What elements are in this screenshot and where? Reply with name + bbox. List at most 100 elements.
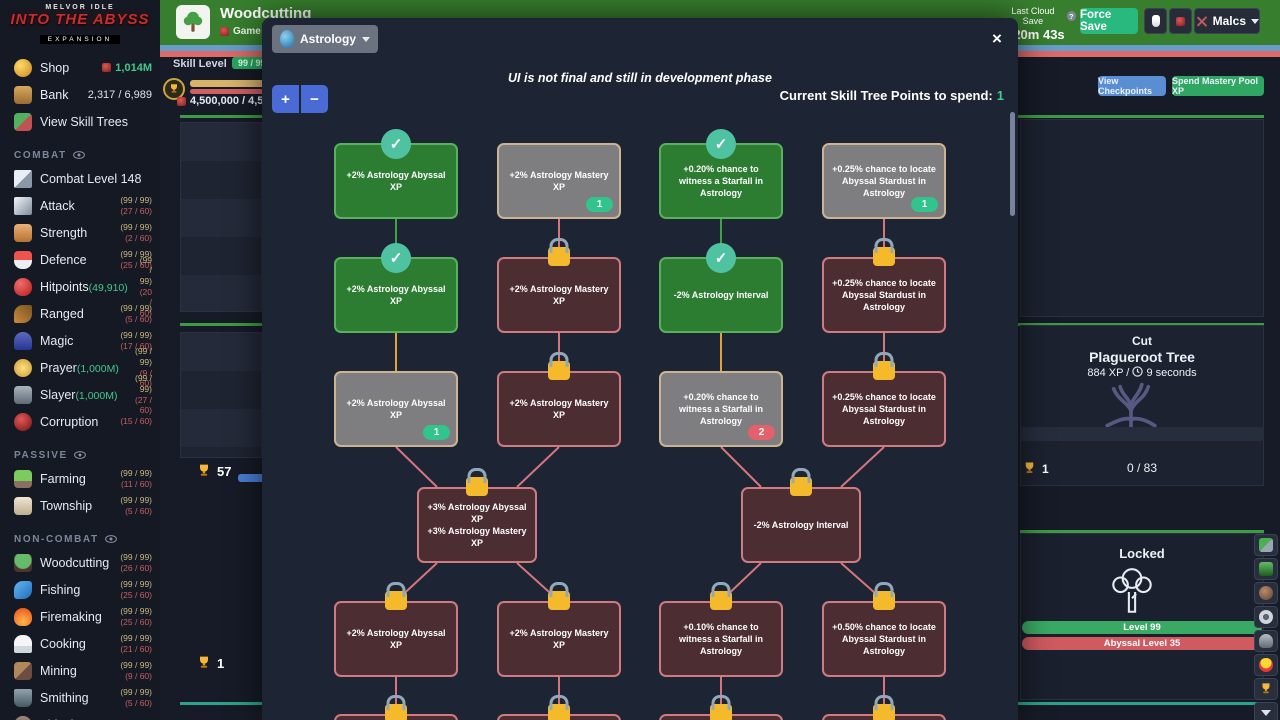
plagueroot-tree-image <box>1105 382 1157 430</box>
skill-node-r1-0[interactable]: +2% Astrology Abyssal XP✓ <box>334 129 458 219</box>
help-icon[interactable]: ? <box>1066 11 1076 21</box>
sidebar-item-magic[interactable]: Magic(99 / 99)(17 / 60) <box>0 327 160 354</box>
sidebar-item-prayer[interactable]: Prayer(1,000M)(99 / 99)(9 / 60) <box>0 346 160 388</box>
skill-node-r6-3[interactable] <box>822 704 946 720</box>
potion-button[interactable] <box>1144 8 1167 34</box>
sidebar-item-strength[interactable]: Strength(99 / 99)(2 / 60) <box>0 219 160 246</box>
skill-node-r5-2[interactable]: +0.10% chance to witness a Starfall in A… <box>659 591 783 677</box>
rail-trees-button[interactable] <box>1254 558 1278 580</box>
skill-node-r4-w1[interactable]: +3% Astrology Abyssal XP+3% Astrology Ma… <box>417 477 537 563</box>
sidebar-item-skilltrees[interactable]: View Skill Trees <box>0 108 160 135</box>
sidebar-item-fishing[interactable]: Fishing(99 / 99)(25 / 60) <box>0 576 160 603</box>
sidebar-item-firemaking[interactable]: Firemaking(99 / 99)(25 / 60) <box>0 603 160 630</box>
action-verb: Cut <box>1132 334 1152 348</box>
locked-tree-icon <box>1112 568 1152 613</box>
sidebar-item-thieving[interactable]: Thieving(99 / 99) <box>0 711 160 720</box>
rail-chevron-down-button[interactable] <box>1254 702 1278 720</box>
sidebar-item-farming[interactable]: Farming(99 / 99)(11 / 60) <box>0 465 160 492</box>
cooking-icon <box>14 634 32 653</box>
rail-medal-button[interactable] <box>1254 654 1278 676</box>
skill-node-r2-2[interactable]: -2% Astrology Interval✓ <box>659 243 783 333</box>
force-save-button[interactable]: Force Save <box>1080 8 1138 34</box>
spend-mastery-pool-button[interactable]: Spend Mastery Pool XP <box>1172 76 1264 96</box>
rail-pet-button[interactable] <box>1254 582 1278 604</box>
page-title: Woodcutting <box>220 5 312 22</box>
rail-gear-button[interactable] <box>1254 606 1278 628</box>
strength-icon <box>14 223 32 242</box>
sidebar-item-value: 1,014M <box>102 62 152 74</box>
sidebar-item-corruption[interactable]: Corruption(15 / 60) <box>0 408 160 435</box>
lock-icon <box>385 704 407 720</box>
rail-wolf-button[interactable] <box>1254 630 1278 652</box>
skill-node-r5-1[interactable]: +2% Astrology Mastery XP <box>497 591 621 677</box>
node-count-badge: 1 <box>423 425 450 440</box>
skill-points-value: 1 <box>996 88 1004 103</box>
skill-node-r2-0[interactable]: +2% Astrology Abyssal XP✓ <box>334 243 458 333</box>
lock-icon <box>873 361 895 380</box>
skill-node-r5-3[interactable]: +0.50% chance to locate Abyssal Stardust… <box>822 591 946 677</box>
expansion-gem-icon <box>220 27 229 36</box>
sidebar-item-combat[interactable]: Combat Level 148 <box>0 165 160 192</box>
skill-node-r5-0[interactable]: +2% Astrology Abyssal XP <box>334 591 458 677</box>
skill-level-label: Skill Level <box>173 58 227 70</box>
active-action-card[interactable] <box>1020 325 1264 486</box>
skill-xp-bar <box>190 80 268 87</box>
tree-grid-fragment <box>180 332 262 458</box>
zoom-in-button[interactable]: + <box>272 85 299 113</box>
skill-node-r6-2[interactable] <box>659 704 783 720</box>
lock-icon <box>710 591 732 610</box>
sidebar-item-hitpoints[interactable]: Hitpoints(49,910)(99 / 99)(20 / 60) <box>0 255 160 318</box>
township-icon <box>14 496 32 515</box>
gear-icon <box>1259 610 1273 624</box>
lock-icon <box>548 247 570 266</box>
sidebar-item-woodcutting[interactable]: Woodcutting(99 / 99)(26 / 60) <box>0 549 160 576</box>
close-icon[interactable]: × <box>992 29 1002 48</box>
rail-tree-pickaxe-button[interactable] <box>1254 534 1278 556</box>
node-count-badge: 1 <box>911 197 938 212</box>
sidebar: MELVOR IDLE INTO THE ABYSS EXPANSION Sho… <box>0 0 160 720</box>
skill-node-r2-3[interactable]: +0.25% chance to locate Abyssal Stardust… <box>822 247 946 333</box>
view-checkpoints-button[interactable]: View Checkpoints <box>1098 76 1166 96</box>
skill-node-r1-2[interactable]: +0.20% chance to witness a Starfall in A… <box>659 129 783 219</box>
rail-trophy-button[interactable] <box>1254 678 1278 700</box>
abyssal-gem-icon <box>102 63 112 72</box>
lock-icon <box>548 704 570 720</box>
action-target: Plagueroot Tree <box>1089 349 1195 365</box>
user-menu-button[interactable]: Malcs <box>1194 8 1260 34</box>
logo-expansion-tag: EXPANSION <box>39 35 121 44</box>
check-icon: ✓ <box>381 243 411 273</box>
modal-scrollbar[interactable] <box>1010 112 1015 216</box>
eye-icon <box>104 535 117 543</box>
sidebar-item-defence[interactable]: Defence(99 / 99)(25 / 60) <box>0 246 160 273</box>
skill-node-r1-3[interactable]: +0.25% chance to locate Abyssal Stardust… <box>822 143 946 219</box>
sidebar-item-cooking[interactable]: Cooking(99 / 99)(21 / 60) <box>0 630 160 657</box>
sidebar-item-attack[interactable]: Attack(99 / 99)(27 / 60) <box>0 192 160 219</box>
sidebar-item-mining[interactable]: Mining(99 / 99)(9 / 60) <box>0 657 160 684</box>
mastery-count-left-2: 1 <box>196 655 224 671</box>
skill-node-r3-3[interactable]: +0.25% chance to locate Abyssal Stardust… <box>822 361 946 447</box>
sidebar-item-slayer[interactable]: Slayer(1,000M)(99 / 99)(27 / 60) <box>0 373 160 415</box>
sidebar-item-ranged[interactable]: Ranged(99 / 99)(5 / 60) <box>0 300 160 327</box>
zoom-out-button[interactable]: − <box>301 85 328 113</box>
lock-icon <box>466 477 488 496</box>
skill-node-r3-1[interactable]: +2% Astrology Mastery XP <box>497 361 621 447</box>
skill-node-r6-0[interactable] <box>334 704 458 720</box>
action-progress-track <box>1020 427 1264 441</box>
abyssal-event-button[interactable] <box>1169 8 1192 34</box>
sidebar-item-smithing[interactable]: Smithing(99 / 99)(5 / 60) <box>0 684 160 711</box>
skill-node-r2-1[interactable]: +2% Astrology Mastery XP <box>497 247 621 333</box>
skill-xp-bar-secondary <box>190 89 268 94</box>
attack-icon <box>14 196 32 215</box>
sidebar-item-township[interactable]: Township(99 / 99)(5 / 60) <box>0 492 160 519</box>
sidebar-item-value: 2,317 / 6,989 <box>87 88 152 101</box>
bank-icon <box>14 85 32 104</box>
skill-select-dropdown[interactable]: Astrology <box>272 25 378 53</box>
skill-tree-canvas[interactable]: +2% Astrology Abyssal XP✓+2% Astrology M… <box>262 118 1018 720</box>
skill-node-r3-2[interactable]: +0.20% chance to witness a Starfall in A… <box>659 371 783 447</box>
skill-node-r4-w2[interactable]: -2% Astrology Interval <box>741 477 861 563</box>
skill-node-r6-1[interactable] <box>497 704 621 720</box>
